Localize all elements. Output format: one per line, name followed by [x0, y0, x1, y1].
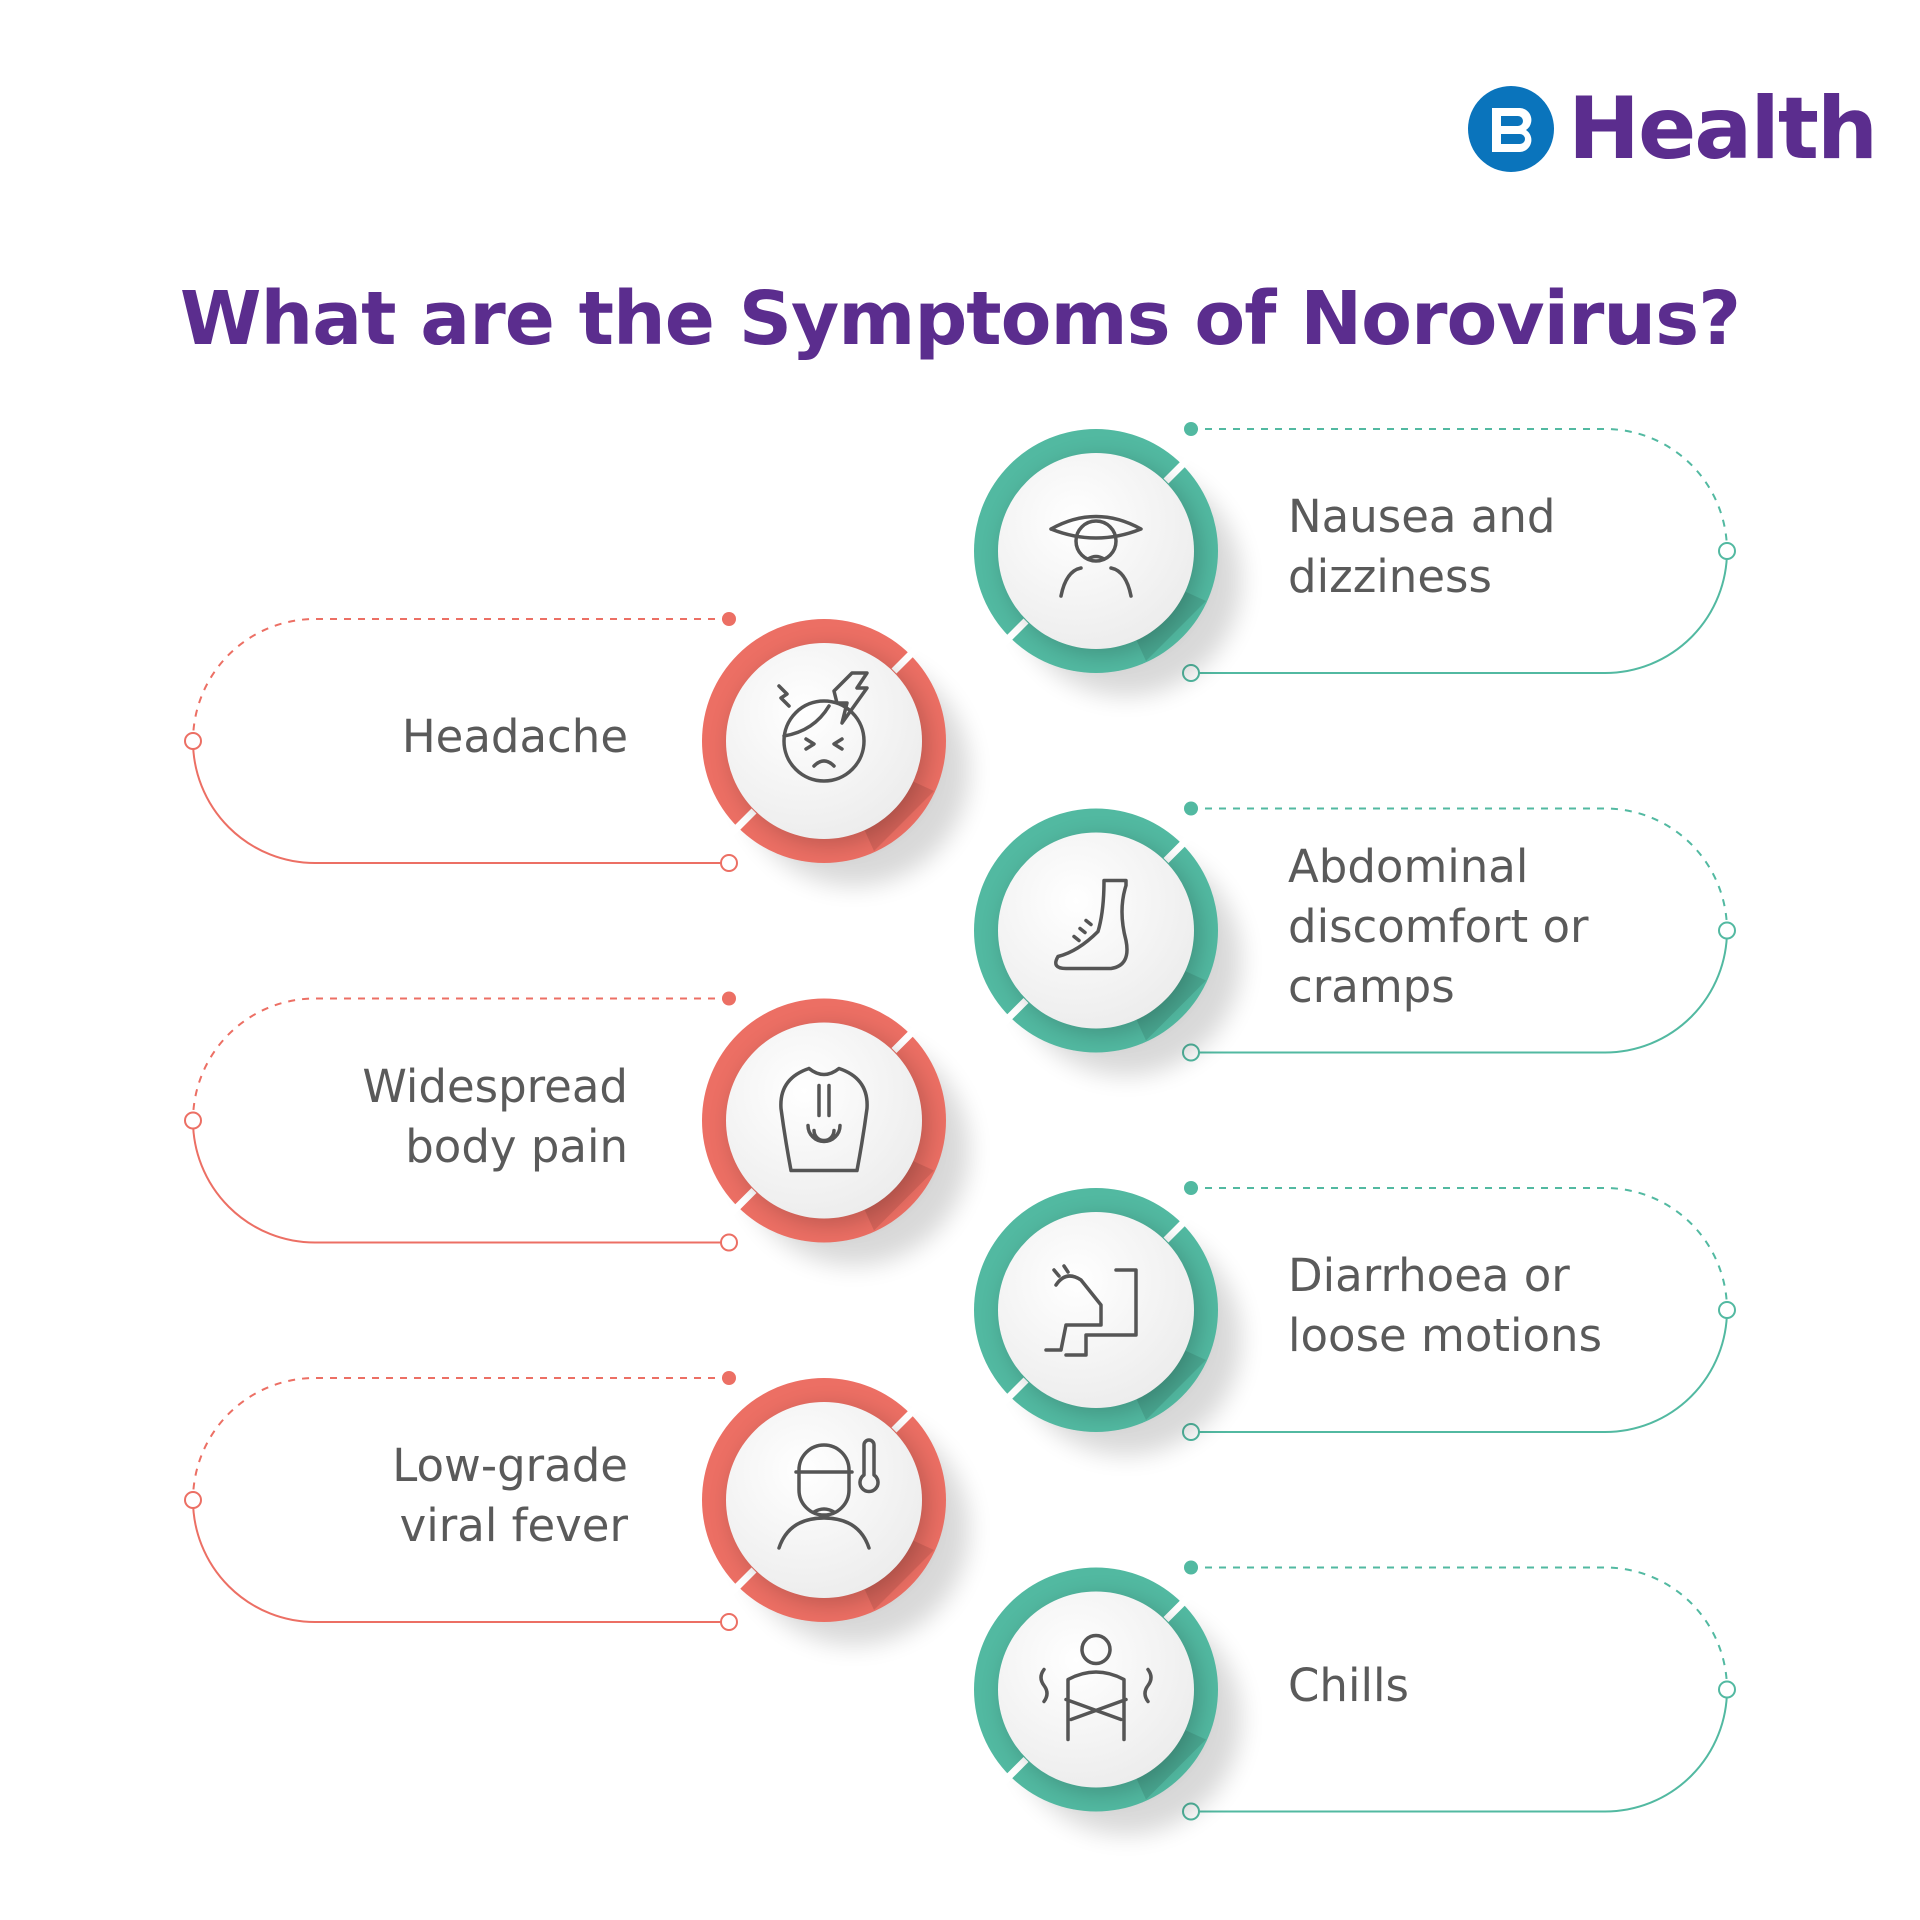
- dizzy-person-icon: [1049, 514, 1143, 598]
- bracket-dashed: [192, 997, 729, 1121]
- ring-gap: [1163, 1587, 1199, 1622]
- symptom-label-line: viral fever: [399, 1499, 628, 1552]
- bracket-node: [184, 732, 202, 750]
- bracket-node: [720, 1233, 738, 1252]
- symptom-item: [184, 612, 969, 886]
- disc: [726, 1022, 922, 1219]
- bracket-solid: [1191, 1309, 1728, 1433]
- bracket-solid: [192, 1120, 729, 1244]
- brand-mark-icon: [1468, 86, 1554, 172]
- ring-gap: [721, 1567, 757, 1603]
- bracket-node: [1718, 542, 1736, 560]
- bracket-node: [1718, 1680, 1736, 1699]
- bracket-dashed: [192, 1377, 729, 1501]
- symptom-label-line: Low-grade: [392, 1439, 628, 1492]
- bracket-solid: [192, 740, 729, 864]
- toilet-icon: [1044, 1264, 1138, 1357]
- bracket-dot: [722, 991, 736, 1006]
- bracket-solid: [1191, 1689, 1728, 1813]
- symptom-label-line: Diarrhoea or: [1288, 1249, 1570, 1302]
- symptom-label-line: body pain: [405, 1119, 628, 1173]
- symptom-label-line: Headache: [401, 710, 628, 763]
- fever-thermometer-icon: [777, 1438, 880, 1550]
- brand-name: Health: [1568, 79, 1878, 179]
- symptom-label: Chills: [1288, 1656, 1409, 1716]
- bracket-node: [184, 1111, 202, 1130]
- disc: [726, 643, 922, 839]
- bracket-solid: [1191, 930, 1728, 1054]
- headache-face-icon: [777, 671, 869, 783]
- bracket-dot: [722, 612, 736, 626]
- disc: [726, 1402, 922, 1598]
- symptom-label-line: Nausea and: [1288, 490, 1556, 543]
- bracket-solid: [1191, 550, 1728, 674]
- ring-gap: [993, 1377, 1029, 1413]
- symptom-item: [974, 801, 1736, 1076]
- ring-gap: [891, 638, 927, 674]
- bracket-dot: [1184, 1560, 1198, 1575]
- ring-gap: [993, 618, 1029, 654]
- foot-cramp-icon: [1054, 878, 1129, 971]
- ring-gap: [721, 1188, 757, 1223]
- ring-gap: [1163, 1207, 1199, 1243]
- page-title: What are the Symptoms of Norovirus?: [179, 276, 1741, 362]
- bracket-dashed: [1191, 428, 1728, 552]
- symptom-item: [974, 1181, 1736, 1455]
- bracket-dashed: [1191, 1187, 1728, 1311]
- symptom-label-line: loose motions: [1288, 1309, 1603, 1362]
- ring-gap: [993, 1757, 1029, 1792]
- bracket-node: [1718, 1301, 1736, 1319]
- disc: [998, 453, 1194, 649]
- shivering-person-icon: [1039, 1633, 1153, 1742]
- bracket-dot: [1184, 422, 1198, 436]
- symptom-label-line: Chills: [1288, 1658, 1409, 1712]
- symptom-label: Headache: [402, 707, 628, 767]
- back-pain-icon: [779, 1066, 869, 1173]
- symptom-label: Nausea and dizziness: [1288, 487, 1555, 607]
- ring-gap: [1163, 828, 1199, 863]
- symptom-label-line: Widespread: [362, 1059, 628, 1113]
- symptom-label: Low-grade viral fever: [392, 1436, 628, 1556]
- ring-gap: [891, 1018, 927, 1053]
- symptom-label-line: dizziness: [1288, 550, 1492, 603]
- bracket-node: [720, 1613, 738, 1631]
- symptom-label-line: Abdominal: [1288, 839, 1529, 893]
- disc: [998, 1212, 1194, 1408]
- symptom-item: [974, 422, 1736, 696]
- bracket-dashed: [1191, 807, 1728, 931]
- bracket-dot: [722, 1371, 736, 1385]
- symptom-label: Widespread body pain: [362, 1057, 628, 1177]
- symptom-label-line: cramps: [1288, 959, 1455, 1013]
- ring-gap: [1163, 448, 1199, 484]
- symptom-label: Diarrhoea or loose motions: [1288, 1246, 1602, 1366]
- disc: [998, 832, 1194, 1029]
- symptom-label-line: discomfort or: [1288, 899, 1589, 953]
- bracket-dashed: [1191, 1566, 1728, 1690]
- ring-gap: [891, 1397, 927, 1433]
- bracket-dashed: [192, 618, 729, 742]
- brand-logo: Health: [1468, 79, 1878, 179]
- bracket-dot: [1184, 1181, 1198, 1195]
- symptom-item: [184, 991, 969, 1266]
- bracket-node: [184, 1491, 202, 1509]
- bracket-node: [720, 854, 738, 872]
- bracket-dot: [1184, 801, 1198, 816]
- symptom-item: [184, 1371, 969, 1645]
- bracket-node: [1718, 921, 1736, 940]
- symptom-item: [974, 1560, 1736, 1835]
- ring-gap: [993, 998, 1029, 1033]
- bracket-solid: [192, 1499, 729, 1623]
- ring-gap: [721, 808, 757, 844]
- symptom-label: Abdominal discomfort or cramps: [1288, 837, 1588, 1017]
- disc: [998, 1591, 1194, 1788]
